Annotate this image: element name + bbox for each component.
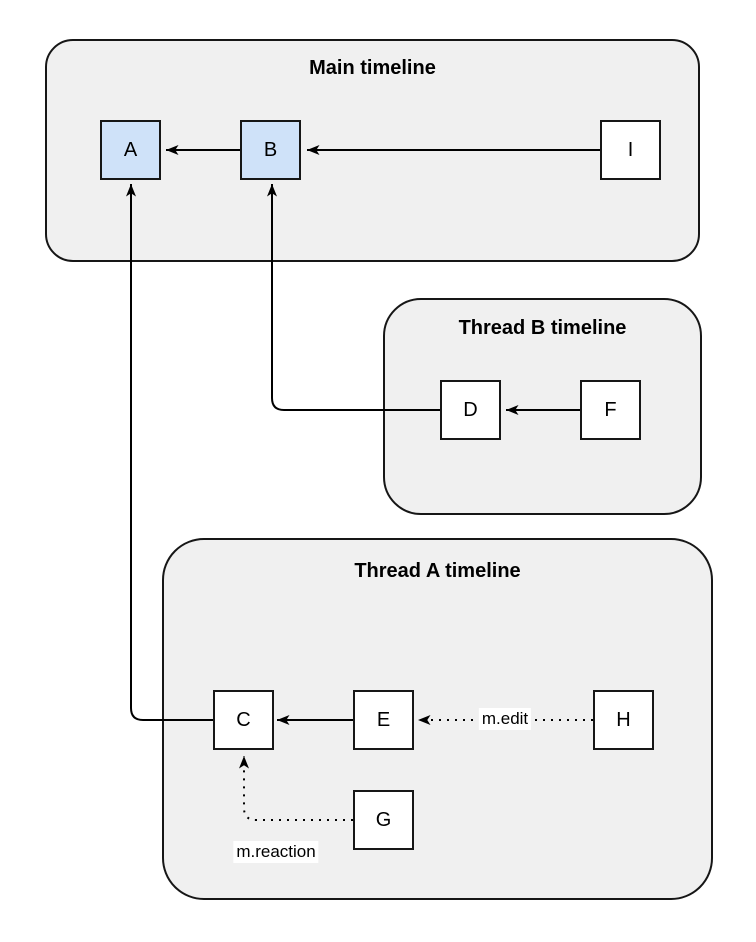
edge-label-m-edit: m.edit [478, 708, 532, 730]
event-node-g: G [353, 790, 414, 850]
event-node-a: A [100, 120, 161, 180]
thread-b-timeline-container: Thread B timeline [383, 298, 702, 515]
event-node-e-label: E [376, 708, 391, 731]
event-node-c-label: C [236, 708, 251, 731]
edge-label-m-reaction: m.reaction [233, 841, 319, 863]
thread-b-timeline-title: Thread B timeline [458, 317, 627, 339]
event-node-d: D [440, 380, 501, 440]
event-node-g-label: G [375, 808, 392, 831]
event-node-h: H [593, 690, 654, 750]
main-timeline-title: Main timeline [309, 57, 436, 79]
event-node-h-label: H [616, 708, 631, 731]
event-node-a-label: A [123, 138, 138, 161]
event-node-b-label: B [263, 138, 278, 161]
event-node-i-label: I [627, 138, 634, 161]
event-node-i: I [600, 120, 661, 180]
event-node-b: B [240, 120, 301, 180]
event-node-c: C [213, 690, 274, 750]
event-node-f-label: F [604, 398, 617, 421]
event-node-e: E [353, 690, 414, 750]
event-node-d-label: D [463, 398, 478, 421]
thread-a-timeline-title: Thread A timeline [354, 560, 521, 582]
event-node-f: F [580, 380, 641, 440]
